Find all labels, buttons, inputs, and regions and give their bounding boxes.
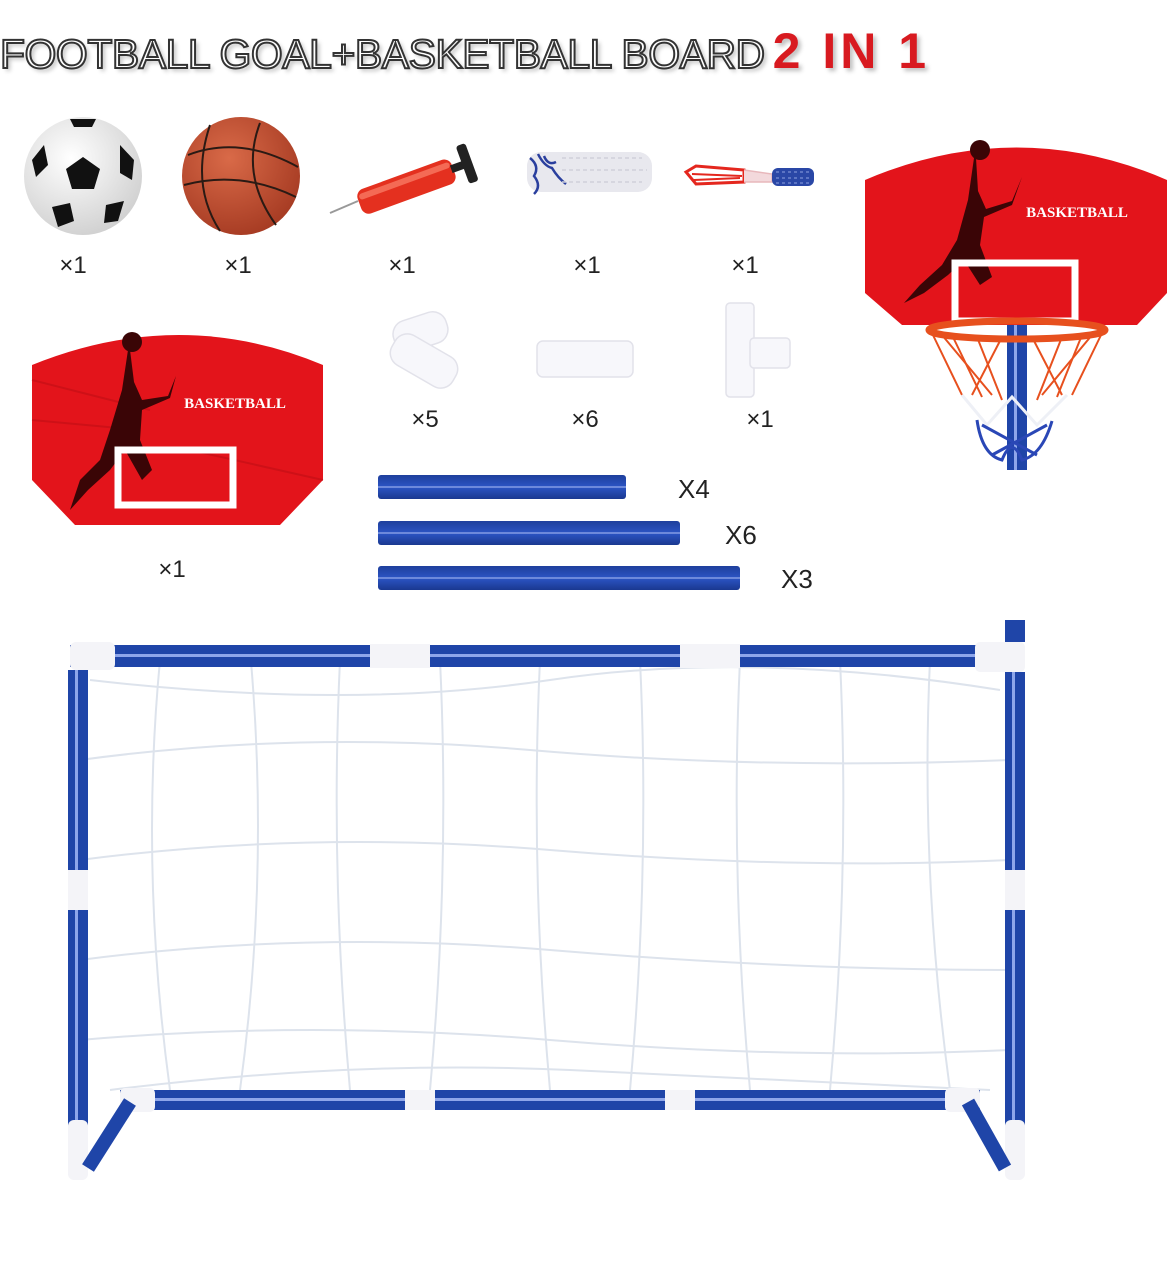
qty-backboard: ×1 xyxy=(158,556,186,583)
basketball-icon xyxy=(180,115,302,237)
qty-straight-connector: ×6 xyxy=(571,406,599,433)
goal-net-icon xyxy=(522,148,657,198)
qty-hoop-net: ×1 xyxy=(731,252,759,279)
qty-medium-tube: X6 xyxy=(725,520,757,550)
qty-long-tube: X3 xyxy=(781,564,813,594)
qty-soccer-ball: ×1 xyxy=(59,252,87,279)
qty-tee-connector: ×1 xyxy=(746,406,774,433)
assembled-backboard-label: BASKETBALL xyxy=(1026,205,1128,221)
qty-elbow-connector: ×5 xyxy=(411,406,439,433)
straight-connector-icon xyxy=(535,338,635,380)
title-main: FOOTBALL GOAL+BASKETBALL BOARD xyxy=(0,30,766,78)
tee-connector-icon xyxy=(722,300,794,400)
qty-basketball: ×1 xyxy=(224,252,252,279)
assembled-goal xyxy=(50,620,1050,1210)
qty-goal-net: ×1 xyxy=(573,252,601,279)
medium-tube-icon xyxy=(378,521,680,545)
soccer-ball-icon xyxy=(22,115,144,237)
short-tube-icon xyxy=(378,475,626,499)
assembled-hoop: BASKETBALL xyxy=(862,125,1170,470)
title-accent: 2 IN 1 xyxy=(772,23,931,79)
hoop-net-icon xyxy=(682,160,817,192)
air-pump-icon xyxy=(328,135,493,220)
backboard-part: BASKETBALL xyxy=(30,320,325,530)
elbow-connector-icon xyxy=(385,310,465,395)
qty-air-pump: ×1 xyxy=(388,252,416,279)
qty-short-tube: X4 xyxy=(678,474,710,504)
backboard-label: BASKETBALL xyxy=(184,396,286,412)
long-tube-icon xyxy=(378,566,740,590)
